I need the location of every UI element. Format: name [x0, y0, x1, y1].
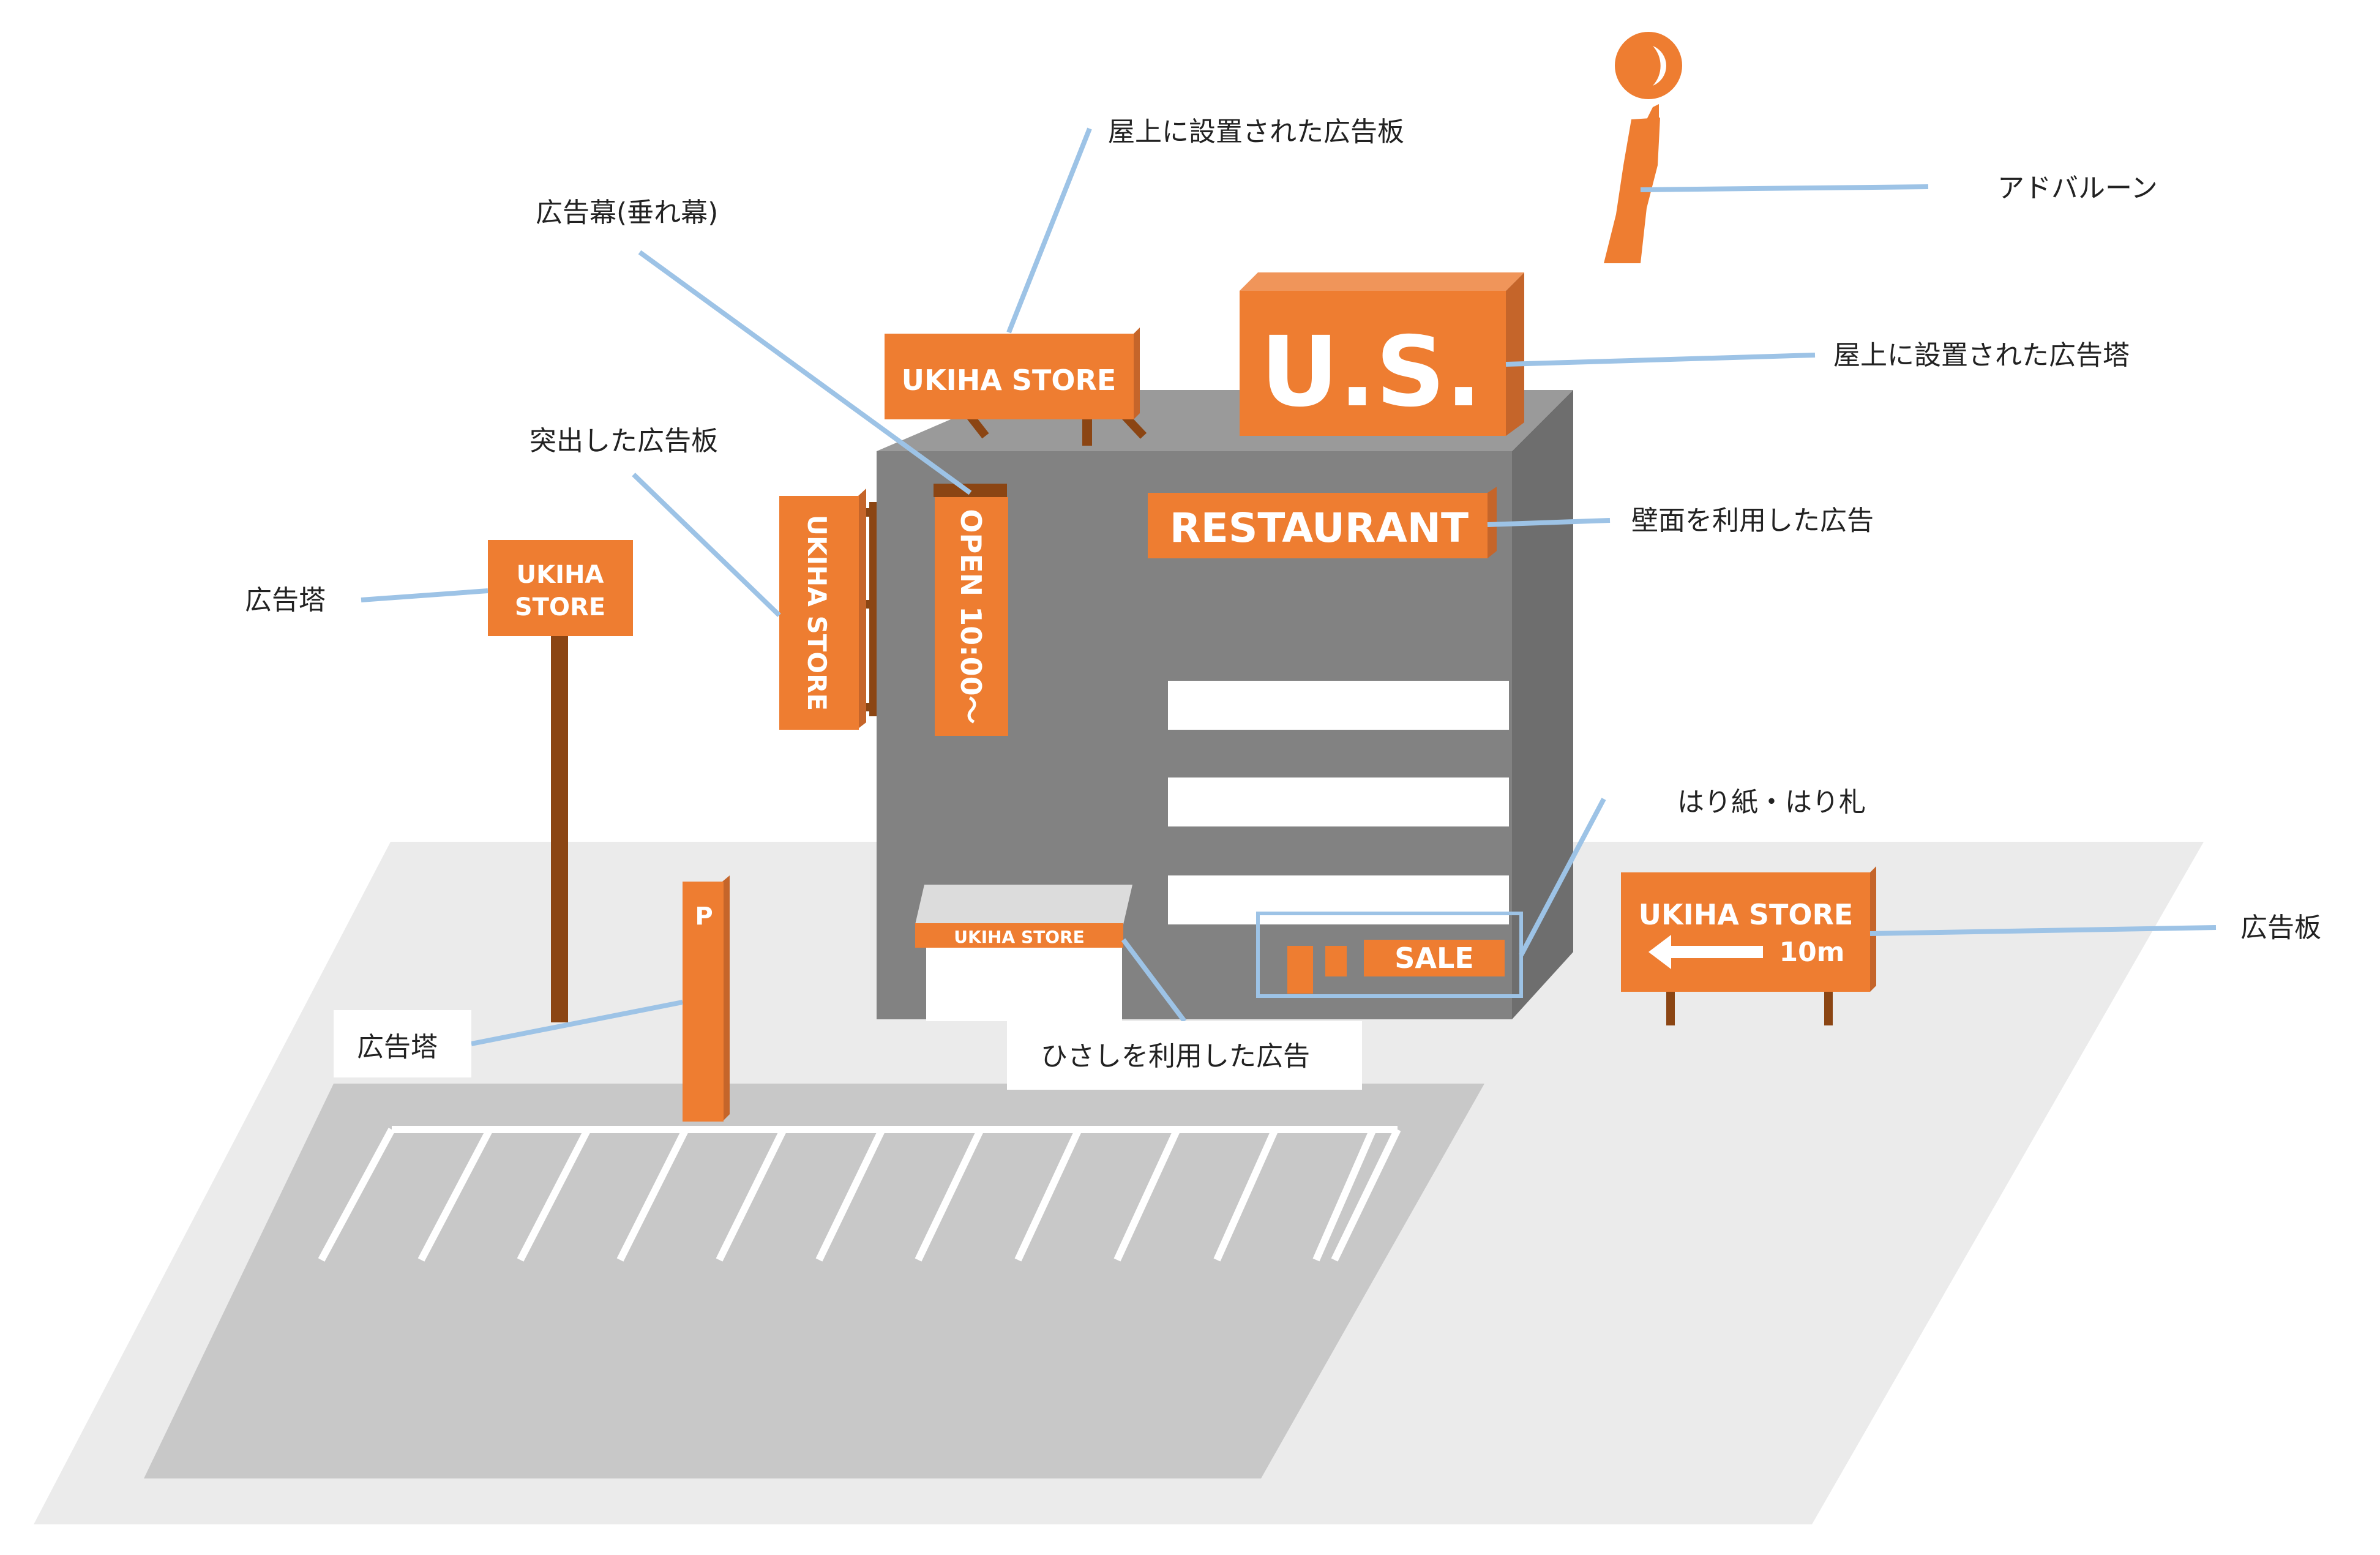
hanging-banner: OPEN 10:00～ — [934, 484, 1008, 736]
pole-sign-line1: UKIHA — [517, 561, 604, 589]
projecting-sign: UKIHA STORE — [779, 489, 877, 730]
label-rooftop-tower: 屋上に設置された広告塔 — [1833, 340, 2130, 371]
rooftop-board: UKIHA STORE — [885, 328, 1147, 446]
label-projecting-sign: 突出した広告板 — [530, 425, 718, 457]
building-side — [1512, 390, 1573, 1019]
label-box-awning — [1007, 1021, 1362, 1090]
projecting-sign-text: UKIHA STORE — [802, 515, 832, 711]
balloon-banner — [1647, 104, 1659, 119]
label-ad-balloon: アドバルーン — [1997, 173, 2158, 204]
rooftop-tower-text: U.S. — [1260, 316, 1482, 429]
label-poster: はり紙・はり札 — [1677, 787, 1866, 818]
wall-sign-text: RESTAURANT — [1170, 504, 1469, 552]
balloon-icon — [1615, 32, 1682, 99]
awning: UKIHA STORE — [915, 885, 1132, 1021]
board-line1: UKIHA STORE — [1639, 898, 1854, 931]
wall-sign: RESTAURANT — [1148, 487, 1497, 558]
parking-pole-text: P — [695, 902, 713, 931]
rooftop-tower: U.S. — [1240, 272, 1524, 436]
label-wall-sign: 壁面を利用した広告 — [1631, 505, 1874, 536]
rooftop-board-text: UKIHA STORE — [902, 364, 1117, 397]
window-band — [1168, 778, 1509, 826]
label-parking-pole: 広告塔 — [357, 1032, 438, 1063]
label-rooftop-board: 屋上に設置された広告板 — [1108, 116, 1404, 148]
label-awning: ひさしを利用した広告 — [1041, 1041, 1310, 1072]
pole-sign: UKIHA STORE — [488, 540, 633, 1022]
ad-balloon — [1604, 32, 1682, 263]
parking-pole: P — [683, 875, 730, 1122]
board-distance: 10m — [1779, 937, 1844, 968]
leader-lines — [361, 127, 2217, 1046]
poster-area: SALE — [1256, 912, 1523, 998]
window-band — [1168, 681, 1509, 730]
balloon-streamer — [1604, 118, 1660, 263]
direction-board: UKIHA STORE 10m — [1621, 866, 1876, 1025]
pole-sign-line2: STORE — [515, 593, 605, 621]
sale-text: SALE — [1394, 942, 1473, 975]
label-pole-sign: 広告塔 — [245, 585, 326, 616]
window-band — [1168, 875, 1509, 924]
left-arrow-icon — [1648, 935, 1763, 969]
banner-text: OPEN 10:00～ — [954, 509, 987, 724]
label-banner: 広告幕(垂れ幕) — [536, 197, 718, 228]
awning-text: UKIHA STORE — [954, 927, 1084, 947]
label-box-parking-pole — [334, 1010, 471, 1077]
label-board: 広告板 — [2240, 912, 2321, 943]
parking-stripes — [318, 1126, 1401, 1262]
parking-lot — [144, 1084, 1484, 1478]
